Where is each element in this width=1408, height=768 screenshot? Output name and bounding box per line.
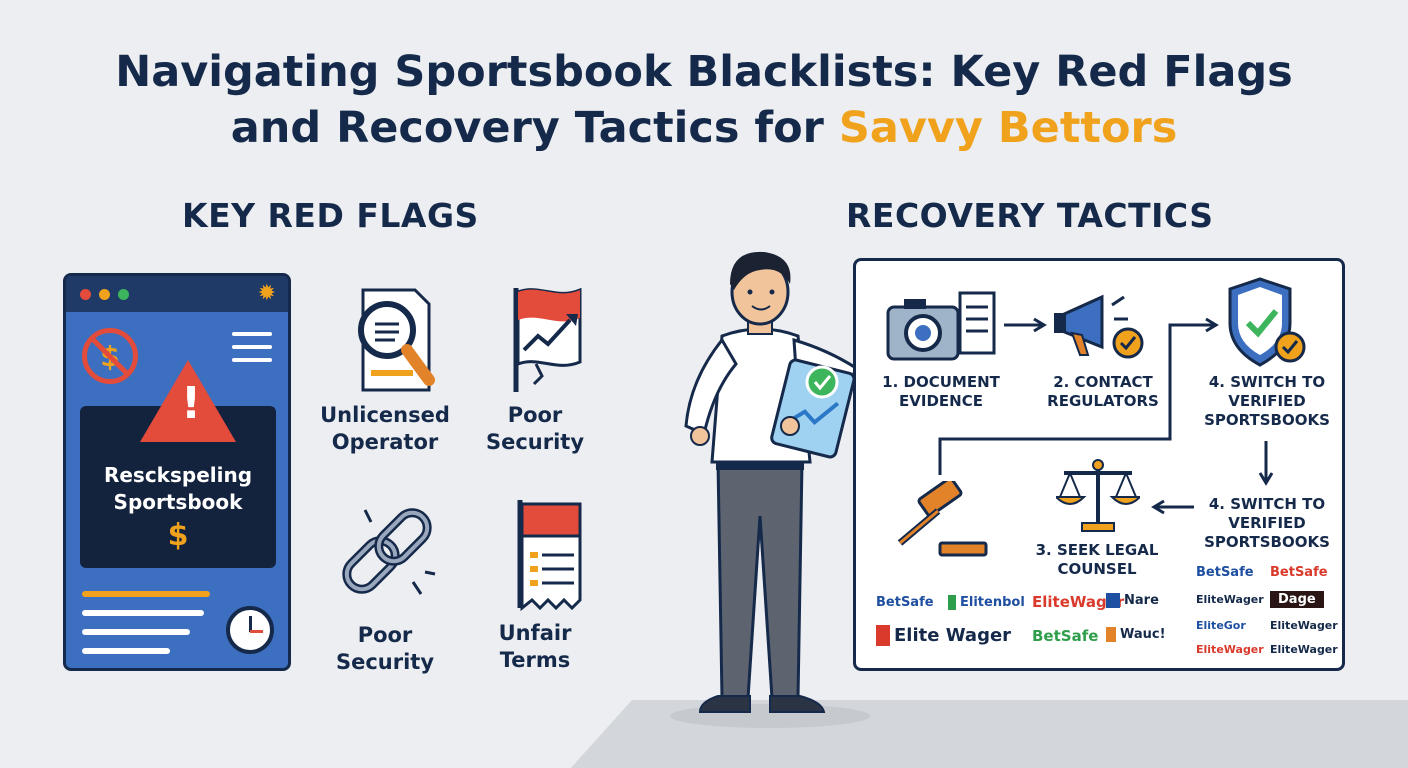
gavel-icon [897,481,988,557]
red-flag-label-line-1: Unlicensed [320,403,450,427]
title-line-2: and Recovery Tactics for Savvy Bettors [0,100,1408,156]
red-flag-unlicensed-operator: Unlicensed Operator [305,284,465,456]
gear-icon: ✹ [257,281,276,306]
red-flag-poor-security-1: Poor Security [460,284,610,456]
clock-icon [226,606,274,654]
browser-topbar: ✹ [66,276,288,312]
arrow-right-icon [1004,317,1047,333]
brand-logo: BetSafe [1196,565,1254,580]
red-flag-label-line-1: Unfair [498,621,572,645]
red-flag-label-line-1: Poor [507,403,563,427]
title-line-2-start: and Recovery Tactics for [230,103,839,153]
step-label-line-2: EVIDENCE [899,392,983,410]
step-label-line-1: 2. CONTACT [1053,373,1153,391]
brand-logo: EliteWager [1270,619,1338,632]
warning-icon: ! [140,360,236,442]
scales-of-justice-icon [1056,459,1140,532]
brand-logo: EliteGor [1196,619,1246,632]
sportsbook-screen-illustration: ✹ $ ! Resckspeling Sportsbook $ [63,273,291,671]
step-switch-verified-sportsbooks-1: 4. SWITCH TO VERIFIED SPORTSBOOKS [1192,373,1342,430]
red-flag-label-line-2: Terms [499,648,571,672]
brand-logo: Elite Wager [876,625,1011,646]
red-flag-label-line-2: Security [485,430,585,454]
warning-card-line-2: Sportsbook [113,490,243,514]
red-flags-heading: KEY RED FLAGS [182,196,479,235]
red-flag-label-line-2: Security [335,650,435,674]
brand-logo: Dage [1270,591,1324,608]
brand-logo: Wauc! [1106,627,1166,642]
content-lines [82,591,210,667]
camera-document-icon [886,291,996,361]
window-dot-yellow [99,289,110,300]
terms-document-flag-icon [517,500,582,612]
warning-card-text: Resckspeling Sportsbook [80,462,276,516]
step-label-line-1: 4. SWITCH TO [1208,495,1326,513]
step-label-line-2: VERIFIED [1228,514,1306,532]
step-label-line-3: SPORTSBOOKS [1204,411,1330,429]
shield-check-icon [1228,277,1306,367]
title-accent: Savvy Bettors [838,103,1178,153]
window-dot-red [80,289,91,300]
step-contact-regulators: 2. CONTACT REGULATORS [1038,373,1168,411]
brand-logo: BetSafe [1270,565,1328,580]
red-flag-label-line-1: Poor [357,623,413,647]
megaphone-icon [1054,294,1144,359]
arrow-down-icon [1258,441,1274,486]
red-flag-label-line-2: Operator [331,430,439,454]
menu-icon [232,332,272,371]
broken-chain-icon [342,508,436,595]
red-flag-unfair-terms: Unfair Terms [460,496,610,674]
recovery-tactics-panel: 1. DOCUMENT EVIDENCE 2. CONTACT REGULATO… [853,258,1345,671]
magnifier-document-icon [358,288,435,392]
warning-card-line-1: Resckspeling [103,463,253,487]
dollar-icon: $ [167,518,189,553]
brand-logo: BetSafe [876,595,934,610]
brand-logo: EliteWager [1032,593,1125,611]
step-label-line-2: REGULATORS [1047,392,1159,410]
step-seek-legal-counsel: 3. SEEK LEGAL COUNSEL [1022,541,1172,579]
page-title: Navigating Sportsbook Blacklists: Key Re… [0,44,1408,156]
arrow-left-icon [1151,499,1194,515]
title-line-1: Navigating Sportsbook Blacklists: Key Re… [115,47,1293,97]
step-document-evidence: 1. DOCUMENT EVIDENCE [876,373,1006,411]
brand-logo: EliteWager [1196,643,1264,656]
red-flag-poor-security-2: Poor Security [305,502,465,676]
step-switch-verified-sportsbooks-2: 4. SWITCH TO VERIFIED SPORTSBOOKS [1192,495,1342,552]
connector-arrow-icon [938,317,1219,475]
step-label-line-1: 1. DOCUMENT [882,373,1000,391]
brand-logo: EliteWager [1270,643,1338,656]
brand-logo: Nare [1106,593,1159,608]
no-money-icon: $ [82,328,138,384]
step-label-line-2: COUNSEL [1057,560,1137,578]
brand-logo: Elitenbol [948,595,1025,610]
cracked-flag-icon [513,287,582,392]
recovery-tactics-heading: RECOVERY TACTICS [846,196,1214,235]
step-label-line-1: 4. SWITCH TO [1208,373,1326,391]
step-label-line-2: VERIFIED [1228,392,1306,410]
warning-card: ! Resckspeling Sportsbook $ [80,360,276,568]
step-label-line-3: SPORTSBOOKS [1204,533,1330,551]
window-dot-green [118,289,129,300]
step-label-line-1: 3. SEEK LEGAL [1035,541,1159,559]
brand-logo: EliteWager [1196,593,1264,606]
brand-logo: BetSafe [1032,627,1099,645]
